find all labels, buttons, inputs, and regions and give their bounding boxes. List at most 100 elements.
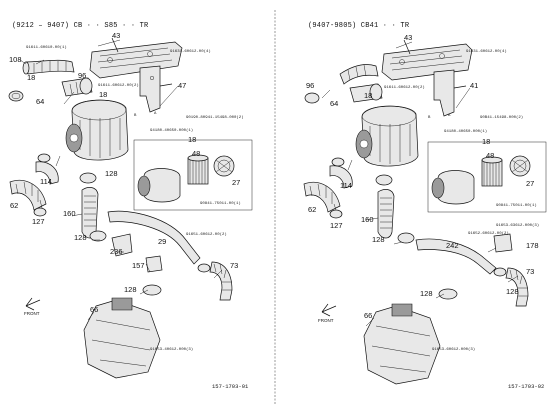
bracket-157 [145, 255, 163, 273]
filter-element-48 [187, 154, 209, 185]
left-panel-header: (9212 – 9407) CB · · S85 · · TR [12, 22, 149, 30]
hose-114-right [329, 157, 353, 189]
part-no-3-right: 90B41-15498-000(2) [480, 115, 523, 120]
right-drawing-code: 157-1703-02 [508, 383, 545, 390]
clamp-128-left [89, 230, 107, 242]
clamp-128-lower [142, 284, 162, 296]
callout-27-right: 27 [526, 179, 534, 188]
leader-lines-right [321, 41, 519, 327]
left-panel [8, 37, 253, 379]
bracket-236 [111, 233, 133, 257]
cover-27-right [509, 155, 531, 177]
callout-66-right: 66 [364, 311, 372, 320]
case-assembly-right [431, 170, 475, 205]
resonator-66-right [363, 303, 441, 385]
clamp-127 [33, 207, 47, 217]
front-arrow-left [25, 297, 41, 311]
resonator-66 [83, 297, 161, 379]
callout-18b: 18 [99, 90, 107, 99]
cover-27 [213, 155, 235, 177]
callout-29: 29 [158, 237, 166, 246]
callout-114: 114 [40, 177, 52, 186]
part-no-8-right: 91653-60612-000(3) [432, 347, 475, 352]
hose-160-right [375, 174, 395, 239]
callout-157: 157 [132, 261, 145, 270]
pipe-29 [107, 210, 201, 265]
callout-73: 73 [230, 261, 238, 270]
joint-64-96 [61, 77, 93, 97]
part-no-4: 90190-80941-15498-000(2) [186, 115, 244, 120]
clamp-128-right [397, 232, 415, 244]
callout-127-right: 127 [330, 221, 343, 230]
callout-48-right: 48 [486, 151, 494, 160]
callout-96: 96 [78, 71, 86, 80]
bracket-43-right [381, 39, 473, 81]
callout-A: A [154, 112, 157, 116]
part-no-8: 91653-40612-000(3) [150, 347, 193, 352]
callout-B-right: B [428, 116, 431, 120]
callout-160-right: 160 [361, 215, 374, 224]
air-cleaner-body-right [355, 105, 419, 167]
part-no-5: 94180-40650-000(1) [150, 128, 193, 133]
callout-18-right: 18 [364, 91, 372, 100]
leader-lines-left [19, 39, 223, 321]
air-cleaner-body [65, 99, 129, 161]
part-no-2-right: 91611-60612-00(2) [384, 85, 425, 90]
joint-64-right [349, 83, 383, 103]
callout-128a: 128 [105, 169, 118, 178]
right-callouts: 43 96 64 41 18 18 48 27 114 62 127 160 1… [306, 33, 539, 320]
callout-96-right: 96 [306, 81, 314, 90]
callout-18b-right: 18 [482, 137, 490, 146]
stay-41-right [433, 69, 467, 117]
callout-48: 48 [192, 149, 200, 158]
callout-128b: 128 [74, 233, 87, 242]
callout-160: 160 [63, 209, 76, 218]
part-no-4-right: 94180-40650-000(1) [444, 129, 487, 134]
callout-43-right: 43 [404, 33, 412, 42]
hose-73 [197, 261, 233, 301]
bracket-178-right [493, 233, 513, 253]
callout-47: 47 [178, 81, 186, 90]
right-panel-header: (9407-9805) CB41 · · TR [308, 22, 410, 30]
element-detail-box [133, 139, 253, 211]
callout-64: 64 [36, 97, 44, 106]
right-front-label: FRONT [318, 318, 334, 323]
left-callouts: 43 108 18 96 64 47 18 18 48 27 114 128 6… [9, 31, 240, 314]
callout-108: 108 [9, 55, 22, 64]
right-part-numbers: 91631-60612-00(4) 91611-60612-00(2) 90B4… [384, 49, 539, 352]
bracket-43 [89, 37, 183, 79]
clamp-18 [8, 90, 24, 102]
intake-hose-108 [22, 59, 75, 75]
callout-62-right: 62 [308, 205, 316, 214]
callout-18: 18 [27, 73, 35, 82]
callout-114-right: 114 [340, 181, 352, 190]
callout-64-right: 64 [330, 99, 338, 108]
hose-73-right [493, 267, 529, 307]
left-front-label: FRONT [24, 311, 40, 316]
callout-236: 236 [110, 247, 123, 256]
part-no-2: 91631-60612-00(4) [170, 49, 211, 54]
part-no-7: 91651-60612-00(2) [186, 232, 227, 237]
element-detail-box-right [427, 141, 547, 213]
callout-27: 27 [232, 178, 240, 187]
part-no-3: 91611-60612-00(2) [98, 83, 139, 88]
callout-128c-right: 128 [506, 287, 519, 296]
callout-A-right: A [448, 114, 451, 118]
callout-B: B [134, 114, 137, 118]
callout-242-right: 242 [446, 241, 459, 250]
case-assembly [137, 168, 181, 203]
part-no-1: 91611-60610-00(1) [26, 45, 67, 50]
callout-18c: 18 [188, 135, 196, 144]
callout-127: 127 [32, 217, 45, 226]
hose-160 [79, 172, 99, 239]
left-drawing-code: 157-1703-01 [212, 383, 249, 390]
part-no-6-right: 91653-63612-000(3) [496, 223, 539, 228]
filter-element-48-right [481, 156, 503, 187]
left-part-numbers: 91611-60610-00(1) 91631-60612-00(4) 9161… [26, 45, 244, 352]
callout-128c: 128 [124, 285, 137, 294]
callout-41-right: 41 [470, 81, 478, 90]
duct-62-right [303, 182, 341, 213]
callout-66: 66 [90, 305, 98, 314]
part-no-1-right: 91631-60612-00(4) [466, 49, 507, 54]
callout-178-right: 178 [526, 241, 539, 250]
